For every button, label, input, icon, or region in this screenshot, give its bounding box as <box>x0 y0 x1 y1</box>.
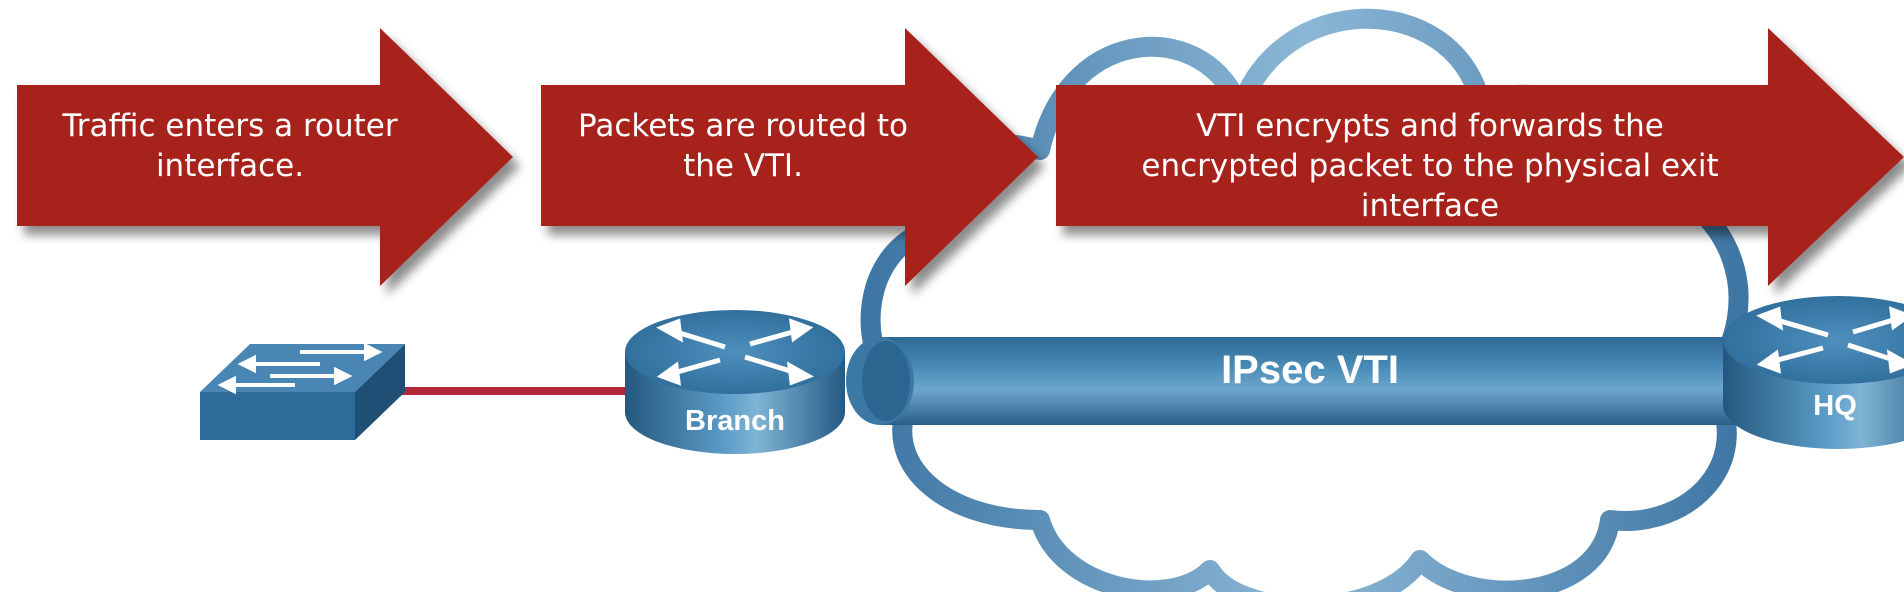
tunnel-icon <box>846 337 1750 425</box>
tunnel-label: IPsec VTI <box>1221 348 1399 392</box>
router-icon <box>1723 296 1904 449</box>
switch-icon <box>200 342 405 440</box>
step-arrow-3 <box>1056 28 1904 286</box>
step-arrow-1 <box>17 28 513 286</box>
branch-label: Branch <box>685 405 785 437</box>
step-3-text: VTI encrypts and forwards the encrypted … <box>1141 108 1719 224</box>
step-2-text: Packets are routed to the VTI. <box>578 108 908 184</box>
hq-label: HQ <box>1813 390 1857 422</box>
step-arrow-2 <box>541 28 1038 286</box>
step-1-text: Traffic enters a router interface. <box>62 108 398 184</box>
router-icon <box>625 310 845 454</box>
